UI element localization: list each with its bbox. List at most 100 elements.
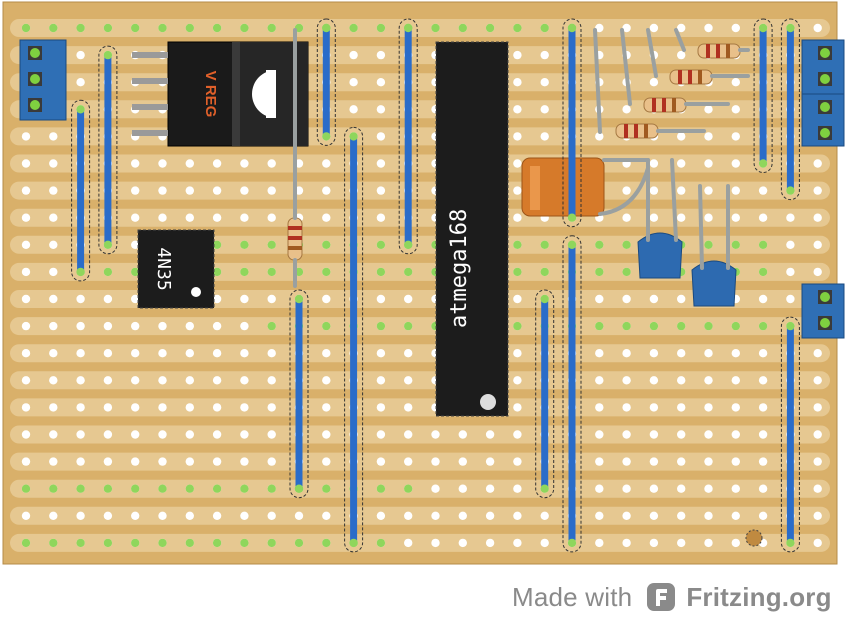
board-hole <box>212 349 222 358</box>
board-hole <box>21 321 31 331</box>
footer: Made with Fritzing.org <box>512 580 832 614</box>
board-hole <box>513 349 522 358</box>
fritzing-brand-text[interactable]: Fritzing.org <box>686 581 832 612</box>
connected-hole <box>131 23 140 33</box>
board-hole <box>21 294 31 304</box>
board-hole <box>158 430 167 439</box>
copper-strip <box>10 425 830 444</box>
optocoupler-chip[interactable]: 4N35 <box>137 229 215 309</box>
connected-hole <box>431 23 440 33</box>
connected-hole <box>240 538 249 548</box>
connected-hole <box>212 538 222 548</box>
cut-strip-marker <box>745 529 763 547</box>
board-hole <box>731 430 740 439</box>
board-hole <box>813 538 822 548</box>
resistor-4[interactable] <box>615 123 659 139</box>
board-hole <box>376 159 386 168</box>
board-hole <box>595 23 604 33</box>
board-hole <box>131 240 140 249</box>
connected-hole <box>758 321 768 331</box>
connected-hole <box>131 267 140 277</box>
connected-hole <box>376 538 386 548</box>
connected-hole <box>595 321 604 331</box>
atmega-chip[interactable]: atmega168 <box>435 41 509 417</box>
connected-hole <box>49 484 58 493</box>
jumper-outline <box>780 18 800 201</box>
connected-hole <box>103 23 113 33</box>
connected-hole <box>322 538 331 548</box>
copper-strip <box>10 452 830 471</box>
board-hole <box>513 484 522 493</box>
connected-hole <box>131 538 140 548</box>
terminal-block-mid-right[interactable] <box>801 93 845 147</box>
connected-hole <box>267 23 276 33</box>
connected-hole <box>376 321 386 331</box>
board-hole <box>376 186 386 195</box>
connected-hole <box>267 321 276 331</box>
board-hole <box>677 403 686 412</box>
board-hole <box>513 538 522 548</box>
board-hole <box>731 484 740 493</box>
board-hole <box>103 457 113 466</box>
board-hole <box>595 511 604 520</box>
connected-hole <box>595 267 604 277</box>
terminal-block-top-right[interactable] <box>801 39 845 95</box>
board-hole <box>431 511 440 520</box>
board-hole <box>649 294 659 304</box>
jumper-end <box>540 294 549 304</box>
board-hole <box>376 457 386 466</box>
ceramic-capacitor-1[interactable] <box>637 232 683 279</box>
terminal-block-lower-right[interactable] <box>801 283 845 339</box>
board-hole <box>622 376 631 385</box>
jumper-end <box>758 23 768 33</box>
board-hole <box>595 132 604 141</box>
copper-strip <box>10 398 830 417</box>
board-hole <box>185 159 194 168</box>
board-hole <box>704 105 713 114</box>
board-hole <box>758 213 768 222</box>
board-hole <box>240 511 249 520</box>
board-hole <box>704 484 713 493</box>
connected-hole <box>322 321 331 331</box>
board-hole <box>49 321 58 331</box>
resistor-2[interactable] <box>669 69 713 85</box>
connected-hole <box>267 267 276 277</box>
board-hole <box>21 457 31 466</box>
board-hole <box>49 457 58 466</box>
board-hole <box>21 511 31 520</box>
connected-hole <box>513 321 522 331</box>
resistor-5-vertical[interactable] <box>287 217 303 261</box>
connected-hole <box>267 240 276 249</box>
board-hole <box>731 457 740 466</box>
board-hole <box>322 294 331 304</box>
board-hole <box>677 50 686 60</box>
ceramic-capacitor-2[interactable] <box>691 260 737 307</box>
connected-hole <box>376 240 386 249</box>
connected-hole <box>485 23 495 33</box>
resistor-3[interactable] <box>643 97 687 113</box>
terminal-block-top-left[interactable] <box>19 39 67 121</box>
board-hole <box>21 186 31 195</box>
board-hole <box>322 349 331 358</box>
board-hole <box>158 457 167 466</box>
board-hole <box>76 457 85 466</box>
board-hole <box>677 213 686 222</box>
board-hole <box>813 159 822 168</box>
jumper-end <box>322 132 331 141</box>
board-hole <box>376 78 386 87</box>
board-hole <box>595 403 604 412</box>
jumper-end <box>404 23 413 33</box>
board-hole <box>322 159 331 168</box>
board-hole <box>649 78 659 87</box>
copper-strip <box>10 506 830 525</box>
board-hole <box>185 511 194 520</box>
board-hole <box>185 430 194 439</box>
resistor-1[interactable] <box>697 43 741 59</box>
board-hole <box>649 23 659 33</box>
board-hole <box>513 294 522 304</box>
board-hole <box>240 321 249 331</box>
connected-hole <box>21 538 31 548</box>
board-hole <box>21 240 31 249</box>
jumper-end <box>567 23 577 33</box>
connected-hole <box>622 267 631 277</box>
